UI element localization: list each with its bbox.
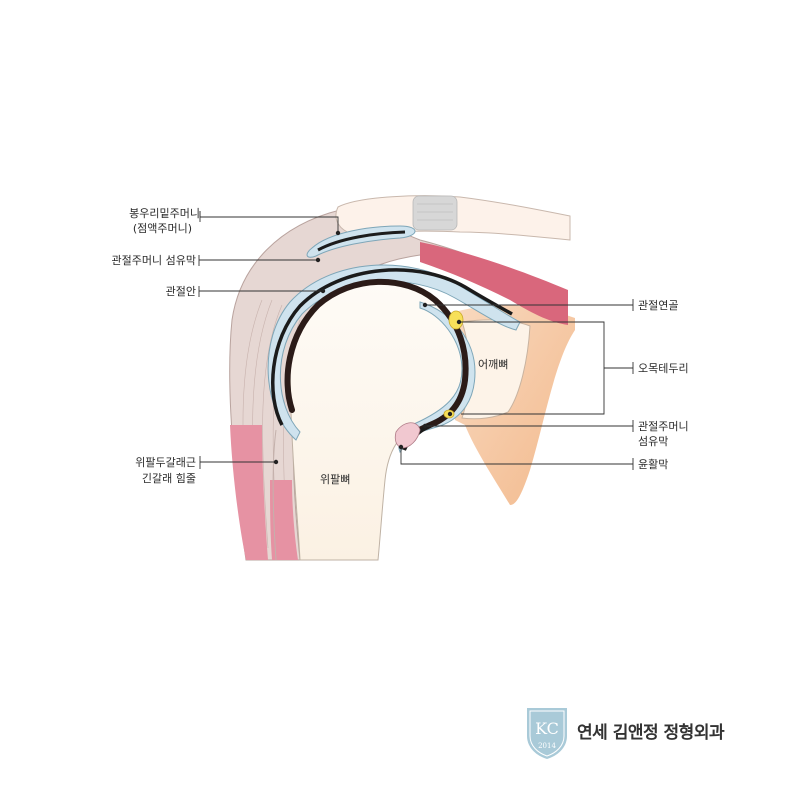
logo-year: 2014 xyxy=(538,742,556,750)
logo-initials: KC xyxy=(535,719,559,738)
supraspinatus-muscle xyxy=(420,242,568,325)
joint-capsule-lower xyxy=(398,301,476,454)
label-humerus: 위팔뼈 xyxy=(320,473,350,486)
label-glenoid-labrum: 오목테두리 xyxy=(638,362,689,375)
shield-emblem: KC 2014 xyxy=(527,708,567,759)
label-joint-capsule-lower-1: 관절주머니 xyxy=(638,420,689,433)
biceps-tendon xyxy=(272,429,277,561)
glenoid-labrum-upper xyxy=(448,310,464,330)
clinic-name: 연세 김앤정 정형외과 xyxy=(577,723,725,743)
label-articular-cartilage: 관절연골 xyxy=(638,299,678,312)
label-joint-capsule-lower-2: 섬유막 xyxy=(638,435,668,448)
biceps-muscle-2 xyxy=(270,480,298,560)
label-scapula: 어깨뼈 xyxy=(478,358,508,371)
articular-cartilage-line xyxy=(284,278,469,435)
label-joint-capsule-fibrous: 관절주머니 섬유막 xyxy=(112,254,196,267)
label-synovial-membrane: 윤활막 xyxy=(638,457,668,471)
label-biceps-tendon-1: 위팔두갈래근 xyxy=(135,455,196,469)
biceps-muscle xyxy=(230,425,268,560)
label-subacromial-bursa-2: (점액주머니) xyxy=(133,222,192,235)
acromioclavicular-ligament xyxy=(412,195,458,231)
label-biceps-tendon-2: 긴갈래 힘줄 xyxy=(142,471,196,485)
clinic-logo: KC 2014 연세 김앤정 정형외과 xyxy=(523,704,793,760)
label-subacromial-bursa-1: 봉우리밑주머니 xyxy=(129,207,200,220)
synovial-upper xyxy=(271,268,513,426)
label-joint-cavity: 관절안 xyxy=(166,285,196,298)
